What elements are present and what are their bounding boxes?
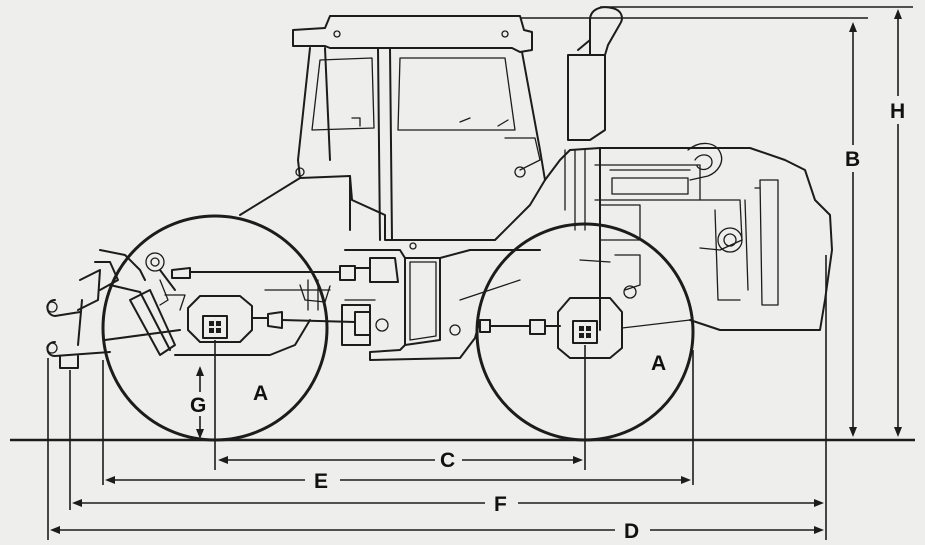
dimension-c bbox=[218, 456, 583, 464]
label-g: G bbox=[190, 394, 206, 417]
label-a-front-wheel: A bbox=[651, 352, 666, 375]
label-c: C bbox=[440, 449, 455, 472]
label-d: D bbox=[624, 520, 639, 543]
label-f: F bbox=[494, 493, 507, 516]
front-hub-icon bbox=[572, 320, 598, 344]
tractor-outline bbox=[46, 6, 833, 369]
label-a-rear-wheel: A bbox=[253, 382, 268, 405]
dimension-g bbox=[196, 366, 204, 439]
dimension-e bbox=[105, 476, 691, 484]
dimension-b bbox=[849, 22, 857, 437]
label-b: B bbox=[845, 148, 860, 171]
dimension-f bbox=[72, 499, 824, 507]
dimension-d bbox=[50, 526, 824, 534]
label-h: H bbox=[890, 100, 905, 123]
rear-hub-icon bbox=[202, 315, 228, 339]
dimension-h bbox=[894, 9, 902, 437]
label-e: E bbox=[314, 470, 328, 493]
